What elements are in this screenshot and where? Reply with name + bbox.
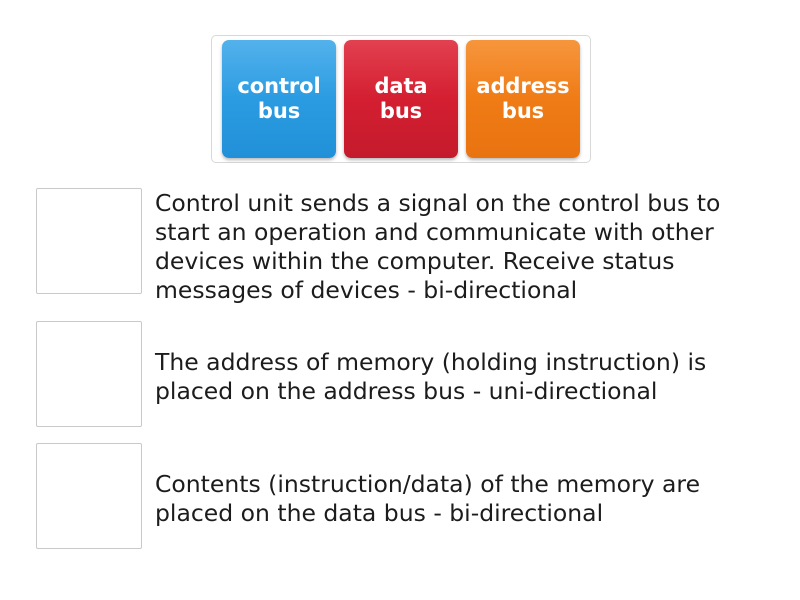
dropzone-address-bus[interactable] [36, 321, 142, 427]
dropzone-control-bus[interactable] [36, 188, 142, 294]
tile-label-data-bus: data bus [370, 74, 431, 124]
draggable-tile-control-bus[interactable]: control bus [222, 40, 336, 158]
tile-label-address-bus: address bus [472, 74, 573, 124]
draggable-tile-data-bus[interactable]: data bus [344, 40, 458, 158]
tile-label-line1: data [374, 74, 428, 98]
tile-label-line1: address [476, 74, 570, 98]
match-row-data-bus: Contents (instruction/data) of the memor… [0, 443, 800, 549]
tile-label-line1: control [237, 74, 321, 98]
draggable-tile-address-bus[interactable]: address bus [466, 40, 580, 158]
match-row-text-address-bus: The address of memory (holding instructi… [155, 348, 707, 405]
match-row-address-bus: The address of memory (holding instructi… [0, 321, 800, 427]
match-row-control-bus: Control unit sends a signal on the contr… [0, 188, 800, 305]
match-up-rows: Control unit sends a signal on the contr… [0, 188, 800, 565]
match-row-text-control-bus: Control unit sends a signal on the contr… [155, 189, 721, 304]
tile-label-line2: bus [379, 99, 423, 123]
match-row-text-data-bus: Contents (instruction/data) of the memor… [155, 470, 701, 527]
dropzone-data-bus[interactable] [36, 443, 142, 549]
tile-label-line2: bus [501, 99, 545, 123]
tile-label-control-bus: control bus [233, 74, 324, 124]
tile-label-line2: bus [257, 99, 301, 123]
draggable-tile-tray: control bus data bus address bus [211, 35, 591, 163]
